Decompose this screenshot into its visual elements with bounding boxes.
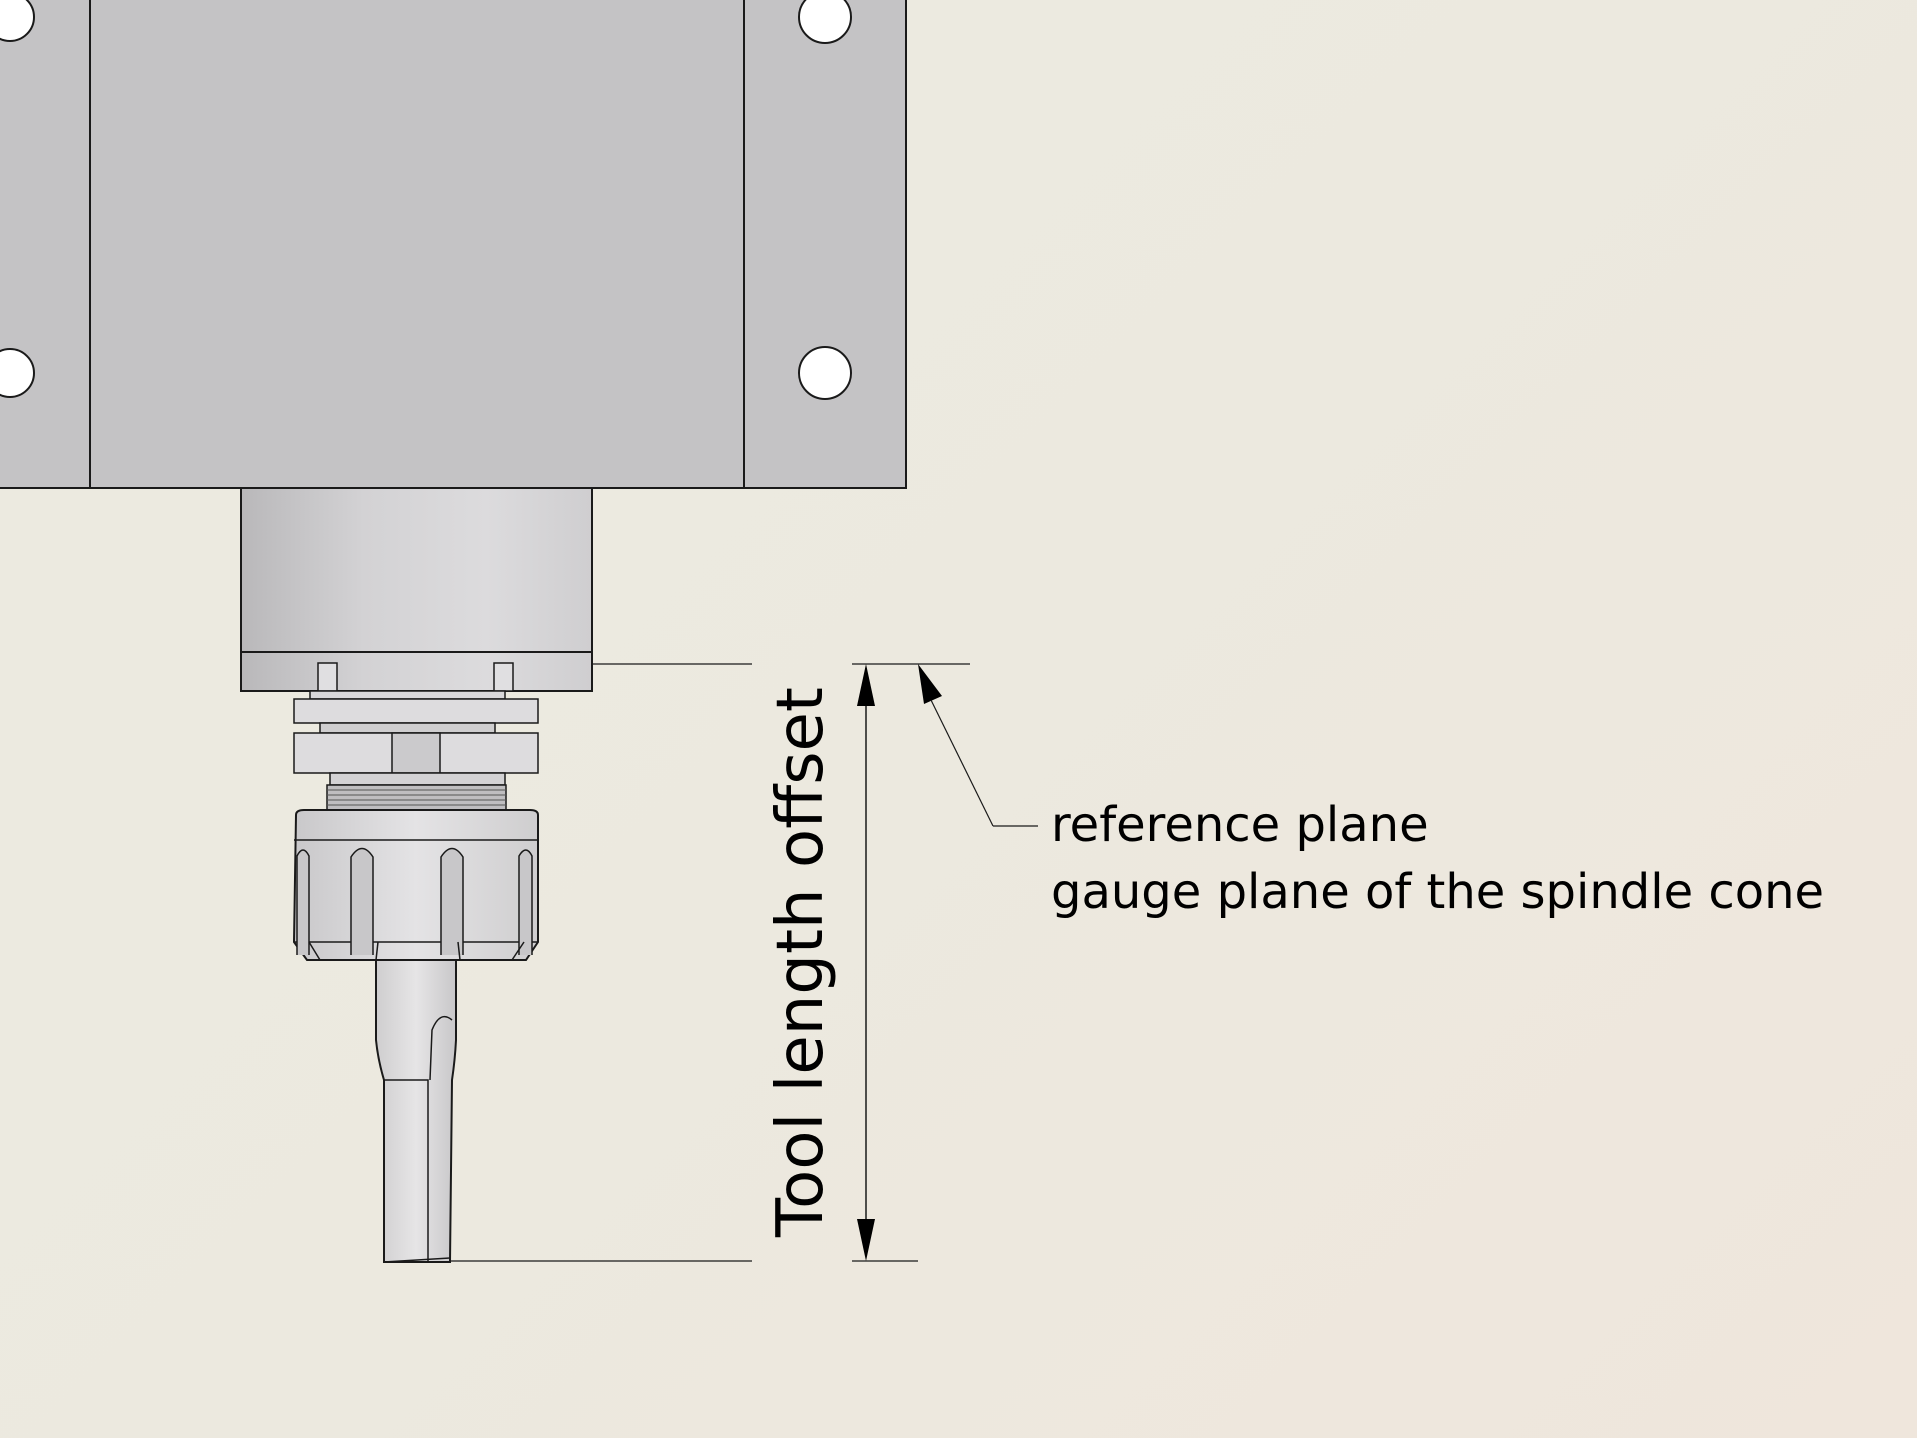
leader-line	[918, 664, 1038, 827]
thread-section	[326, 784, 507, 811]
mounting-hole	[798, 0, 852, 44]
annotation-reference-plane: reference plane	[1051, 797, 1429, 853]
annotation-gauge-plane: gauge plane of the spindle cone	[1051, 864, 1824, 920]
spindle-nose	[240, 487, 593, 692]
mounting-hole	[0, 0, 35, 42]
spindle-housing	[0, 0, 907, 489]
arrow-down-icon	[857, 1219, 875, 1261]
arrow-up-icon	[857, 664, 875, 706]
extension-lines	[450, 663, 970, 1262]
mounting-hole	[0, 348, 35, 398]
tool-holder-flange	[293, 690, 539, 786]
collet-nut	[292, 809, 539, 961]
mounting-hole	[798, 346, 852, 400]
cutting-tool	[375, 959, 457, 1263]
dimension-line	[857, 664, 875, 1261]
leader-arrow-icon	[918, 664, 942, 704]
dimension-label: Tool length offset	[764, 687, 838, 1238]
